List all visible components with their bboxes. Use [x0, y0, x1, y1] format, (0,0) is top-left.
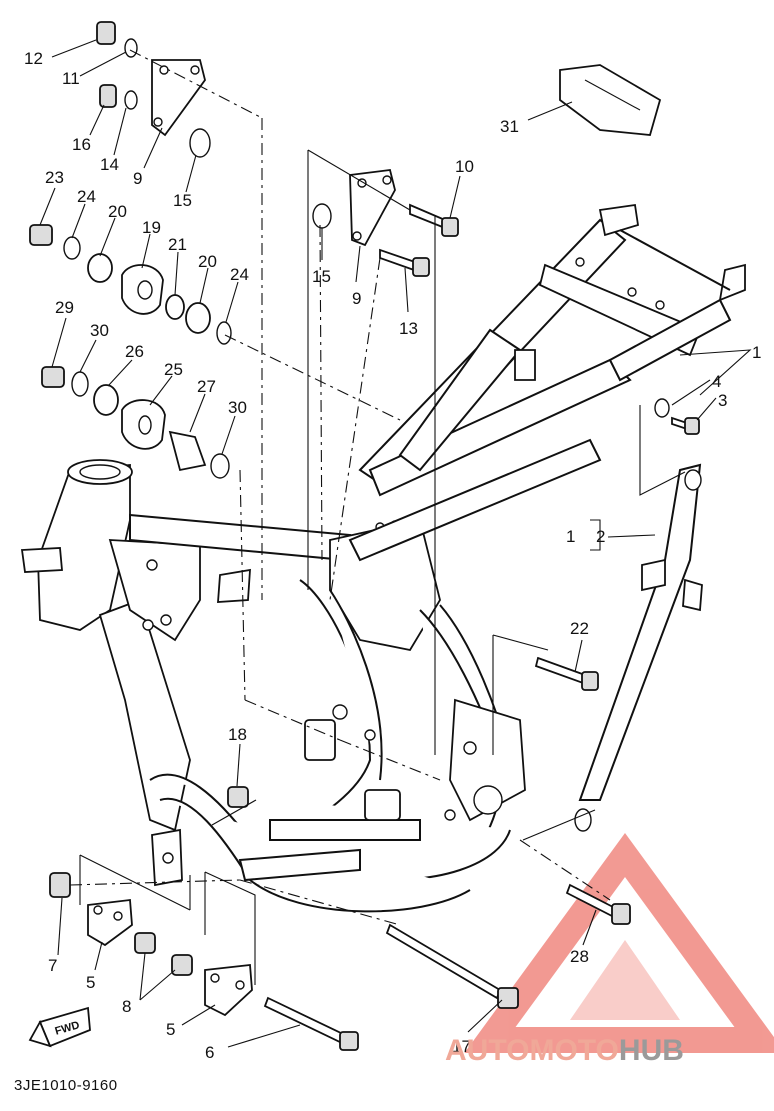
callout-10: 10 [455, 157, 474, 176]
callout-14: 14 [100, 155, 119, 174]
small-parts [29, 21, 703, 1051]
callout-1-top: 1 [752, 343, 761, 362]
callout-1-bracket: 1 [566, 527, 575, 546]
fwd-arrow-icon: FWD [28, 1006, 91, 1048]
watermark-auto: AUTO [445, 1034, 529, 1067]
callout-13: 13 [399, 319, 418, 338]
callout-26: 26 [125, 342, 144, 361]
callout-6: 6 [205, 1043, 214, 1062]
main-frame [20, 203, 746, 913]
callout-20-left: 20 [108, 202, 127, 221]
callout-30-left: 30 [90, 321, 109, 340]
callout-11: 11 [62, 69, 80, 88]
callout-16: 16 [72, 135, 91, 154]
watermark-hub: HUB [619, 1034, 684, 1067]
callout-7: 7 [48, 956, 57, 975]
callout-31: 31 [500, 117, 519, 136]
callout-labels: 12 11 16 14 9 15 23 24 20 19 21 20 24 29… [24, 49, 761, 1062]
callout-27: 27 [197, 377, 216, 396]
callout-25: 25 [164, 360, 183, 379]
diagram-code: 3JE1010-9160 [14, 1077, 118, 1094]
callout-24-right: 24 [230, 265, 249, 284]
callout-21: 21 [168, 235, 187, 254]
callout-5-right: 5 [166, 1020, 175, 1039]
callout-2: 2 [596, 527, 605, 546]
callout-24-left: 24 [77, 187, 96, 206]
callout-19: 19 [142, 218, 161, 237]
watermark-moto: MOTO [529, 1034, 618, 1067]
callout-18: 18 [228, 725, 247, 744]
leader-lines [39, 39, 752, 1048]
watermark-text: AUTOMOTOHUB [445, 1034, 684, 1067]
callout-15-top: 15 [173, 191, 192, 210]
callout-8: 8 [122, 997, 131, 1016]
callout-30-right: 30 [228, 398, 247, 417]
callout-23: 23 [45, 168, 64, 187]
callout-28: 28 [570, 947, 589, 966]
callout-12: 12 [24, 49, 43, 68]
callout-29: 29 [55, 298, 74, 317]
callout-5-left: 5 [86, 973, 95, 992]
callout-9-top: 9 [133, 169, 142, 188]
svg-text:AUTOMOTOHUB: AUTOMOTOHUB [445, 1034, 684, 1067]
callout-9-center: 9 [352, 289, 361, 308]
callout-20-right: 20 [198, 252, 217, 271]
callout-4: 4 [712, 372, 721, 391]
watermark-logo [464, 832, 774, 1053]
assembly-center-lines [69, 49, 611, 926]
callout-3: 3 [718, 391, 727, 410]
callout-22: 22 [570, 619, 589, 638]
callout-15-center: 15 [312, 267, 331, 286]
callout-17: 17 [452, 1037, 471, 1056]
